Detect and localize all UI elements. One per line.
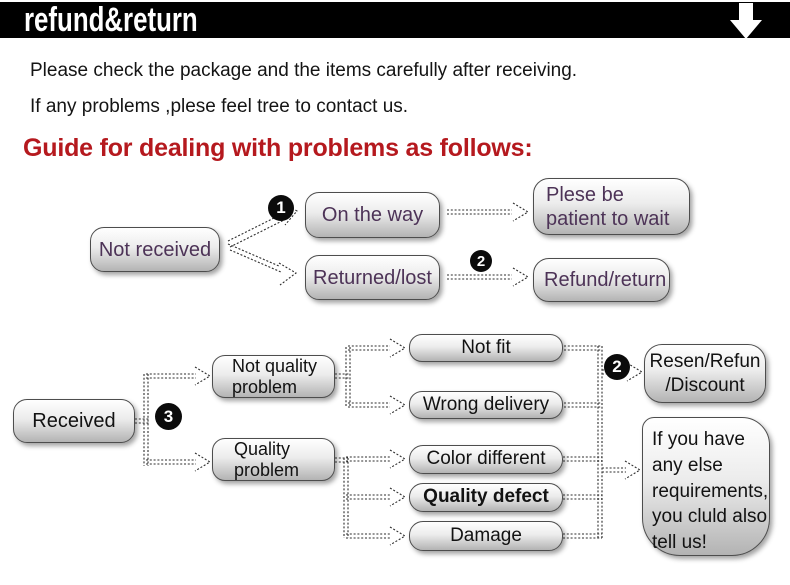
flow2-node-received: Received	[13, 399, 135, 443]
badge-2: 2	[470, 250, 492, 272]
flow2-node-resend-refund-discount: Resen/Refun /Discount	[644, 344, 766, 403]
flow2-node-not-fit: Not fit	[409, 334, 563, 362]
intro-line-2: If any problems ,plese feel tree to cont…	[30, 96, 409, 117]
flow2-node-quality-problem: Quality problem	[212, 438, 335, 481]
flow2-node-not-quality-problem: Not quality problem	[212, 355, 335, 398]
badge-3: 3	[155, 403, 182, 430]
flow1-node-refund-return: Refund/return	[533, 258, 670, 302]
flow2-node-wrong-delivery: Wrong delivery	[409, 391, 563, 419]
page-title: refund&return	[24, 1, 198, 39]
header-bar: refund&return	[0, 1, 790, 39]
flow1-node-on-the-way: On the way	[305, 192, 440, 238]
badge-1: 1	[268, 195, 294, 221]
flow2-node-quality-defect: Quality defect	[409, 483, 563, 512]
flow2-node-damage: Damage	[409, 521, 563, 551]
flow1-node-not-received: Not received	[90, 227, 220, 272]
flow1-node-returned-lost: Returned/lost	[305, 255, 440, 300]
guide-heading: Guide for dealing with problems as follo…	[23, 134, 533, 162]
down-arrow-icon	[730, 3, 762, 39]
flow1-node-patient-wait: Plese be patient to wait	[533, 178, 690, 235]
badge-2b: 2	[604, 354, 630, 380]
flow2-node-color-different: Color different	[409, 445, 563, 474]
flow2-node-other-requirements: If you have any else requirements, you c…	[642, 417, 770, 556]
intro-line-1: Please check the package and the items c…	[30, 60, 578, 81]
